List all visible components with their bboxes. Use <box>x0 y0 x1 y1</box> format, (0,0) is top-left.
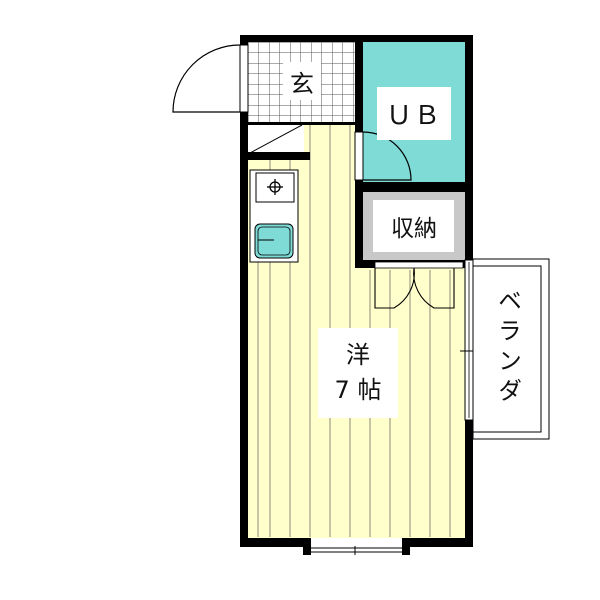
western-room-label: 洋 7 帖 <box>318 328 398 418</box>
gas-burner-icon <box>266 178 284 196</box>
entrance-label: 玄 <box>283 62 321 100</box>
balcony-label: ベランダ <box>493 288 522 408</box>
unit-bath-label: ＵＢ <box>377 87 451 140</box>
sink-icon <box>255 224 293 258</box>
room-type-text: 洋 <box>346 341 370 370</box>
storage-label: 収納 <box>391 216 437 242</box>
room-size-text: 7 帖 <box>334 376 382 404</box>
